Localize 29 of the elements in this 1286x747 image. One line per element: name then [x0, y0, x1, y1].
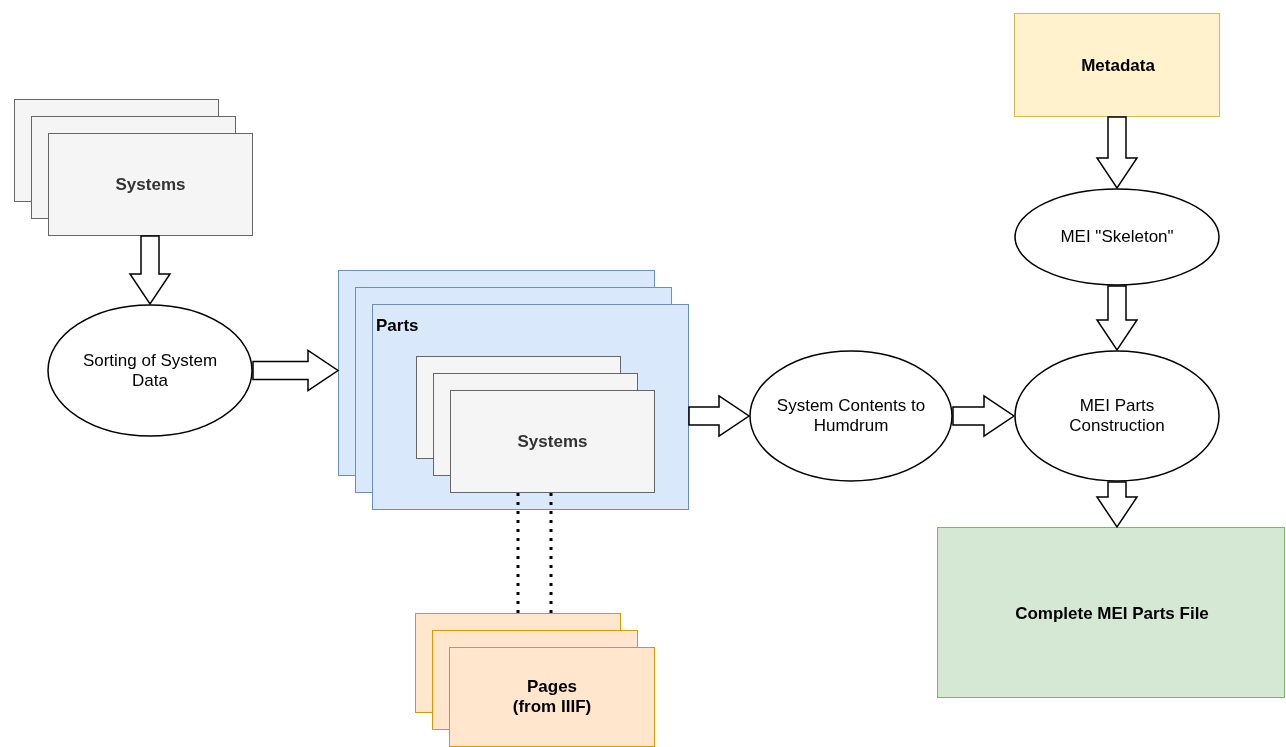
process-ellipse: [749, 350, 953, 482]
process-label: MEI Parts Construction: [1068, 395, 1166, 437]
block-arrow: [1095, 285, 1139, 352]
box-label: Complete MEI Parts File: [1014, 602, 1210, 625]
stacked-boxes: [415, 613, 655, 747]
output-box: [937, 527, 1285, 698]
process-ellipse: [47, 304, 253, 437]
box-label: Metadata: [1080, 55, 1156, 77]
box-label: Pages (from IIIF): [511, 676, 593, 718]
process-label: System Contents to Humdrum: [775, 395, 927, 437]
block-arrow: [688, 394, 751, 438]
process-ellipse: [1014, 350, 1220, 482]
stacked-boxes: [14, 99, 253, 236]
block-arrow: [1095, 481, 1139, 529]
box-label: Systems: [114, 173, 187, 196]
box-label: Systems: [516, 430, 589, 453]
dotted-line: [549, 493, 553, 613]
block-arrow: [252, 349, 340, 392]
stacked-boxes: [416, 356, 655, 493]
dotted-line: [516, 493, 520, 613]
stacked-container: [338, 270, 689, 510]
input-box: [1014, 13, 1220, 117]
box-label: Parts: [375, 315, 420, 337]
process-label: Sorting of System Data: [81, 349, 219, 392]
process-label: MEI "Skeleton": [1059, 226, 1175, 248]
process-ellipse: [1014, 188, 1220, 286]
block-arrow: [128, 235, 172, 306]
block-arrow: [1095, 116, 1139, 190]
block-arrow: [952, 394, 1016, 438]
